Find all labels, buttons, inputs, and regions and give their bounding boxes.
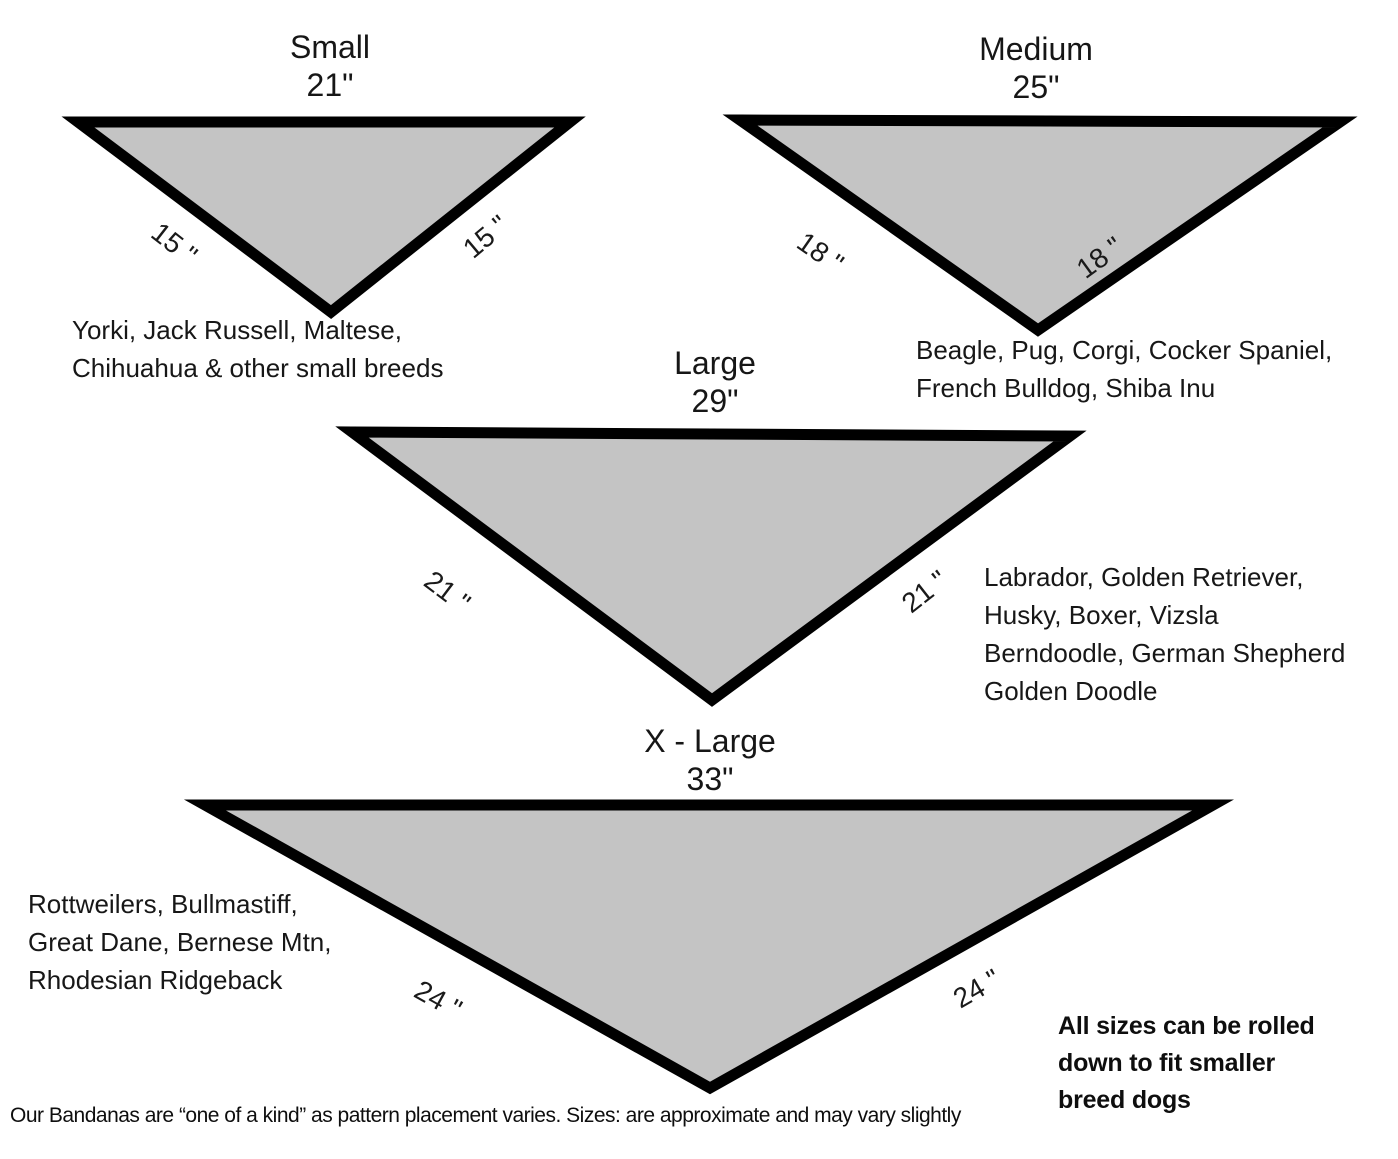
large-size-title: Large 29" bbox=[585, 344, 845, 420]
callout-line: down to fit smaller bbox=[1058, 1049, 1276, 1077]
large-size-name: Large bbox=[674, 345, 756, 381]
breed-line: Golden Doodle bbox=[984, 676, 1158, 706]
breed-line: Labrador, Golden Retriever, bbox=[984, 562, 1304, 592]
small-triangle bbox=[61, 116, 586, 319]
callout-line: All sizes can be rolled bbox=[1058, 1012, 1315, 1040]
xlarge-bandana-shape bbox=[183, 799, 1234, 1095]
small-top-measurement: 21" bbox=[306, 67, 354, 103]
disclaimer-note: Our Bandanas are “one of a kind” as patt… bbox=[10, 1104, 961, 1127]
breed-line: Beagle, Pug, Corgi, Cocker Spaniel, bbox=[916, 335, 1333, 365]
large-top-measurement: 29" bbox=[691, 383, 739, 419]
medium-triangle bbox=[722, 114, 1358, 337]
medium-size-title: Medium 25" bbox=[906, 30, 1166, 106]
breed-line: Yorki, Jack Russell, Maltese, bbox=[72, 315, 402, 345]
small-bandana-shape bbox=[61, 116, 586, 319]
breed-line: Berndoodle, German Shepherd bbox=[984, 638, 1346, 668]
breed-line: Rhodesian Ridgeback bbox=[28, 965, 283, 995]
small-size-title: Small 21" bbox=[200, 28, 460, 104]
large-breed-list: Labrador, Golden Retriever, Husky, Boxer… bbox=[984, 558, 1345, 710]
breed-line: Great Dane, Bernese Mtn, bbox=[28, 927, 332, 957]
small-size-name: Small bbox=[289, 29, 370, 65]
xlarge-breed-list: Rottweilers, Bullmastiff, Great Dane, Be… bbox=[28, 885, 331, 999]
large-bandana-shape bbox=[335, 426, 1087, 707]
callout-line: breed dogs bbox=[1058, 1086, 1191, 1114]
xlarge-size-name: X - Large bbox=[644, 723, 776, 759]
xlarge-triangle bbox=[183, 799, 1234, 1095]
medium-bandana-shape bbox=[722, 114, 1358, 337]
xlarge-size-title: X - Large 33" bbox=[580, 722, 840, 798]
small-breed-list: Yorki, Jack Russell, Maltese, Chihuahua … bbox=[72, 311, 443, 387]
large-triangle bbox=[335, 426, 1087, 707]
breed-line: Chihuahua & other small breeds bbox=[72, 353, 444, 383]
xlarge-top-measurement: 33" bbox=[686, 761, 734, 797]
medium-size-name: Medium bbox=[979, 31, 1093, 67]
breed-line: French Bulldog, Shiba Inu bbox=[916, 373, 1216, 403]
roll-down-callout: All sizes can be rolled down to fit smal… bbox=[1058, 1008, 1315, 1119]
medium-breed-list: Beagle, Pug, Corgi, Cocker Spaniel, Fren… bbox=[916, 331, 1332, 407]
breed-line: Rottweilers, Bullmastiff, bbox=[28, 889, 298, 919]
breed-line: Husky, Boxer, Vizsla bbox=[984, 600, 1219, 630]
medium-top-measurement: 25" bbox=[1012, 69, 1060, 105]
